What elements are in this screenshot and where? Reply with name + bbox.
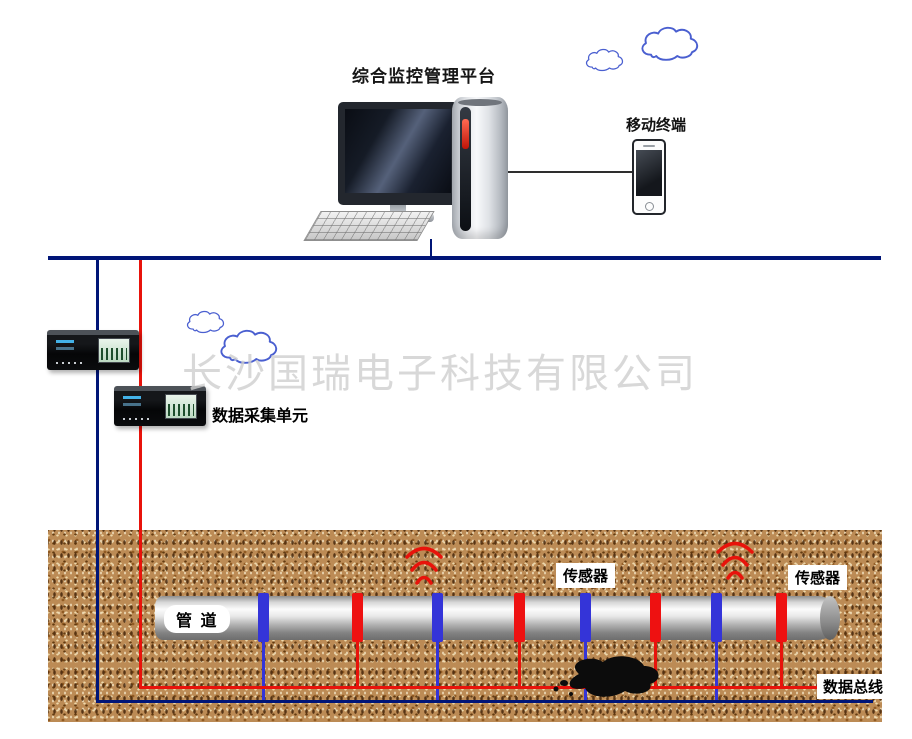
sensor-wire (356, 642, 359, 688)
pc-tower (452, 97, 508, 239)
device-indicator (123, 396, 141, 399)
sensor-band-blue (580, 593, 591, 642)
mobile-terminal-label: 移动终端 (626, 117, 687, 134)
sensor-wire (654, 642, 657, 688)
device-controls (123, 418, 153, 420)
sensor-band-blue (711, 593, 722, 642)
link-tower-to-phone (508, 171, 632, 173)
sensor-band-red (776, 593, 787, 642)
phone-home-button (645, 202, 654, 211)
spectrum-display (101, 348, 127, 360)
spectrum-display (168, 404, 194, 416)
daq-device (47, 330, 139, 370)
device-screen (165, 394, 197, 419)
keyboard (303, 211, 435, 241)
device-indicator (56, 340, 74, 343)
sensor-band-red (352, 593, 363, 642)
monitor-screen (345, 109, 451, 193)
cloud-icon (184, 309, 226, 335)
device-controls (56, 362, 86, 364)
sensor-band-blue (432, 593, 443, 642)
sensor-wire (262, 642, 265, 703)
red-drop-line (139, 260, 142, 688)
device-screen (98, 338, 130, 363)
daq-unit-label: 数据采集单元 (212, 408, 309, 425)
sensor-band-red (514, 593, 525, 642)
cloud-icon (637, 24, 701, 64)
monitor (338, 102, 458, 205)
pipeline-label: 管 道 (164, 605, 231, 633)
daq-device (114, 386, 206, 426)
tower-top-vent (458, 99, 502, 106)
tower-power-accent (462, 119, 469, 149)
navy-drop-line (96, 260, 99, 703)
sensor-wire (518, 642, 521, 688)
sensor-wire (436, 642, 439, 703)
sensor-wire (715, 642, 718, 703)
phone-earpiece (643, 145, 655, 147)
data-bus-label: 数据总线 (817, 674, 890, 699)
cloud-icon (583, 47, 625, 73)
oil-leak-icon (551, 650, 666, 707)
sensor-label: 传感器 (556, 563, 616, 588)
sensor-band-red (650, 593, 661, 642)
cloud-icon (216, 327, 280, 367)
signal-waves-icon (713, 537, 757, 590)
sensor-wire (780, 642, 783, 688)
monitor-stand-neck (390, 205, 406, 214)
phone-screen (636, 150, 662, 196)
smartphone (632, 139, 666, 215)
sensor-band-blue (258, 593, 269, 642)
platform-title: 综合监控管理平台 (352, 67, 496, 86)
link-computer-to-bus (430, 239, 432, 257)
network-bus-top (48, 256, 881, 260)
tower-front-panel (460, 107, 471, 231)
data-bus-navy-line (96, 700, 873, 703)
data-bus-red-line (139, 686, 858, 689)
sensor-label: 传感器 (788, 565, 848, 590)
pipeline-end-cap (820, 596, 840, 640)
signal-waves-icon (402, 542, 446, 595)
